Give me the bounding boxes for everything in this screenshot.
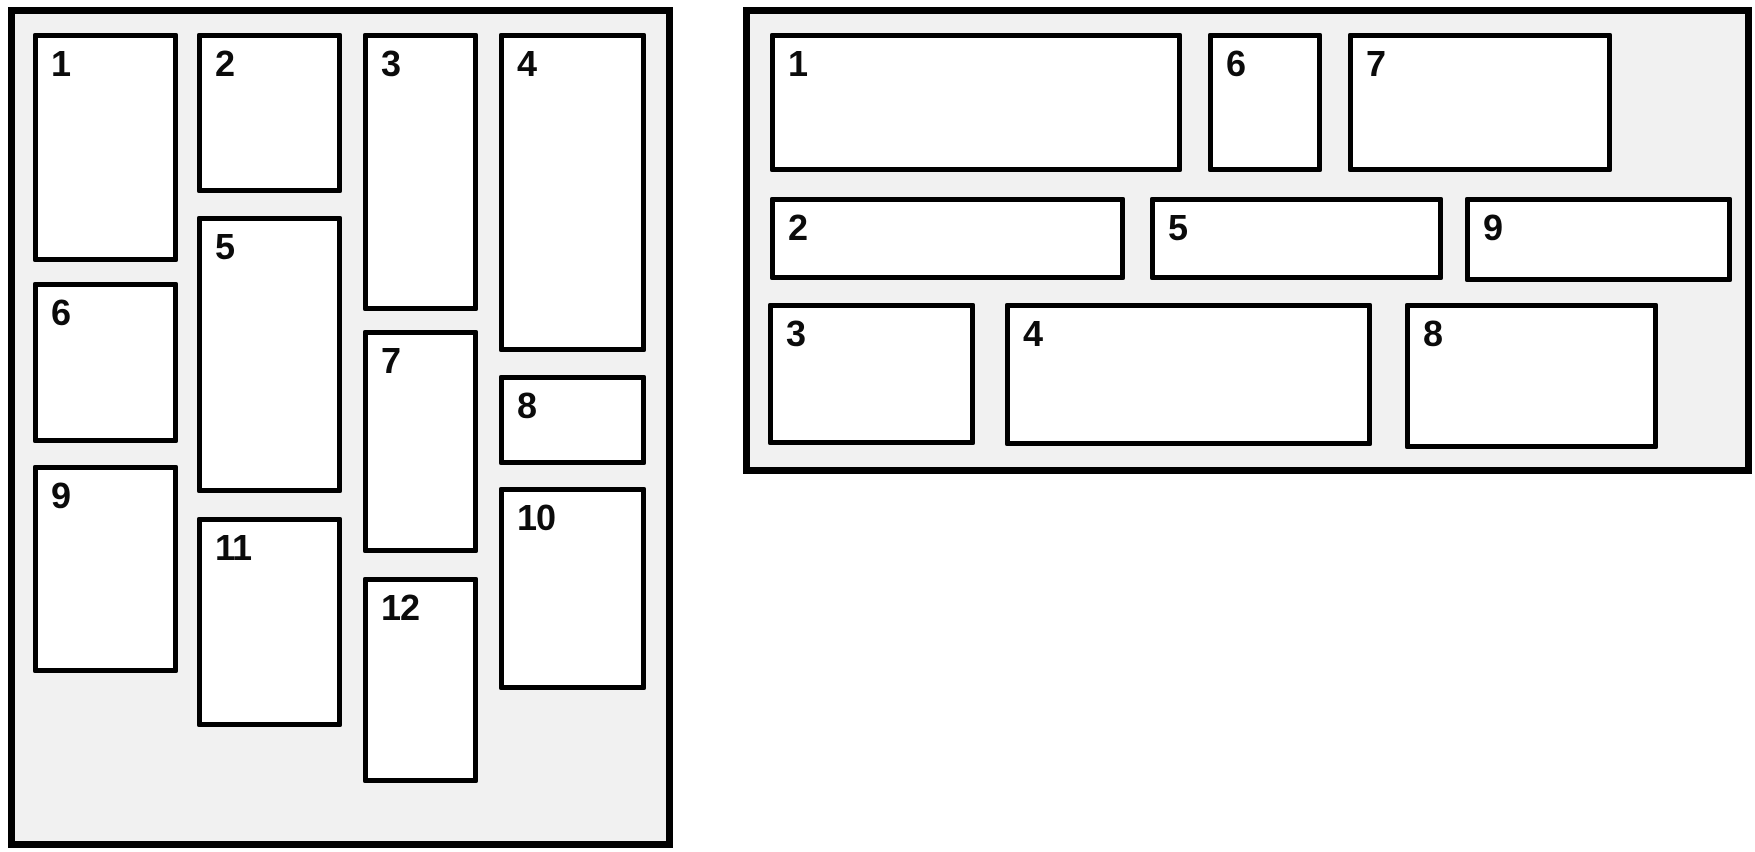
masonry-layout-item-8: 8	[499, 375, 646, 465]
masonry-layout-item-4: 4	[499, 33, 646, 352]
row-layout-item-4: 4	[1005, 303, 1372, 446]
item-number-label: 7	[381, 340, 401, 381]
masonry-layout-item-6: 6	[33, 282, 178, 443]
item-number-label: 3	[786, 313, 806, 354]
masonry-layout-item-9: 9	[33, 465, 178, 673]
item-number-label: 11	[215, 527, 252, 568]
row-layout-item-2: 2	[770, 197, 1125, 280]
masonry-layout-item-10: 10	[499, 487, 646, 690]
masonry-layout-item-5: 5	[197, 216, 342, 493]
row-layout-item-6: 6	[1208, 33, 1322, 172]
row-layout-item-1: 1	[770, 33, 1182, 172]
item-number-label: 6	[1226, 43, 1246, 84]
item-number-label: 8	[1423, 313, 1443, 354]
masonry-layout-item-7: 7	[363, 330, 478, 553]
row-layout-item-8: 8	[1405, 303, 1658, 449]
masonry-layout-item-11: 11	[197, 517, 342, 727]
masonry-layout-item-3: 3	[363, 33, 478, 311]
item-number-label: 2	[215, 43, 235, 84]
item-number-label: 12	[381, 587, 420, 628]
item-number-label: 7	[1366, 43, 1386, 84]
item-number-label: 3	[381, 43, 401, 84]
row-layout-item-9: 9	[1465, 197, 1732, 282]
item-number-label: 1	[788, 43, 808, 84]
item-number-label: 8	[517, 385, 537, 426]
item-number-label: 1	[51, 43, 71, 84]
item-number-label: 6	[51, 292, 71, 333]
masonry-layout-item-12: 12	[363, 577, 478, 783]
item-number-label: 5	[1168, 207, 1188, 248]
row-layout-panel: 1 6 7 2 5 9 3 4 8	[743, 7, 1752, 474]
item-number-label: 9	[51, 475, 71, 516]
item-number-label: 9	[1483, 207, 1503, 248]
masonry-layout-item-1: 1	[33, 33, 178, 262]
item-number-label: 10	[517, 497, 556, 538]
row-layout-item-3: 3	[768, 303, 975, 445]
item-number-label: 4	[517, 43, 537, 84]
item-number-label: 4	[1023, 313, 1043, 354]
item-number-label: 5	[215, 226, 235, 267]
masonry-layout-item-2: 2	[197, 33, 342, 193]
item-number-label: 2	[788, 207, 808, 248]
row-layout-item-7: 7	[1348, 33, 1612, 172]
row-layout-item-5: 5	[1150, 197, 1443, 280]
